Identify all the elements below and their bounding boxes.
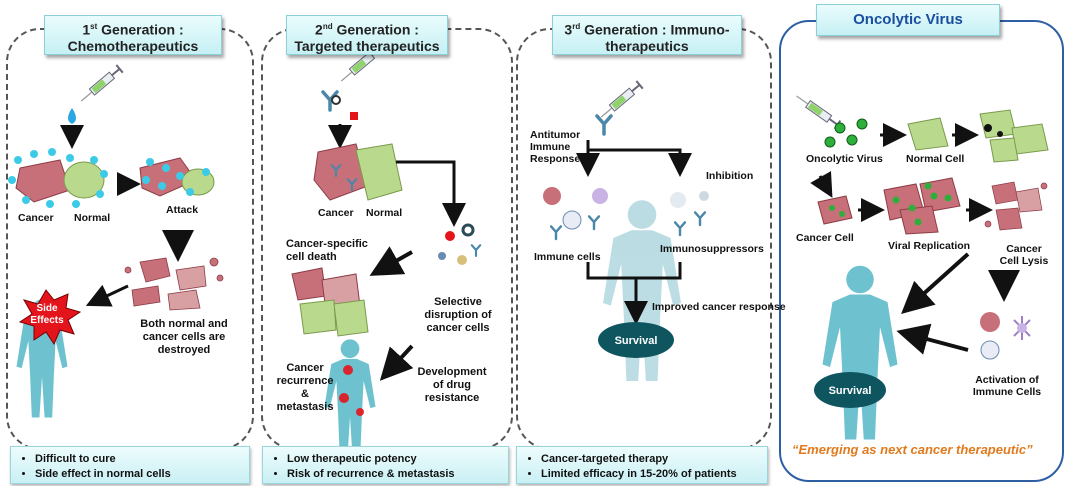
survival-ellipse-p4 (814, 372, 886, 408)
note-item: Risk of recurrence & metastasis (287, 467, 500, 482)
label-antitumor: Antitumor Immune Response (530, 129, 581, 165)
label-survival-p3: Survival (614, 335, 658, 347)
label-selective: Selective disruption of cancer cells (424, 296, 492, 334)
note-box-2: Low therapeutic potency Risk of recurren… (262, 446, 509, 484)
syringe-icon (77, 64, 124, 106)
label-lysis: Cancer Cell Lysis (999, 243, 1049, 267)
label-oncolytic-virus: Oncolytic Virus (806, 153, 883, 165)
label-cancer-cell: Cancer Cell (796, 232, 854, 244)
label-cancer-p1: Cancer (18, 212, 54, 224)
label-immunosuppressors: Immunosuppressors (660, 243, 764, 255)
label-recurrence: Cancer recurrence & metastasis (276, 362, 334, 413)
label-activation: Activation of Immune Cells (972, 374, 1042, 398)
label-viral-replication: Viral Replication (888, 240, 971, 252)
note-item: Cancer-targeted therapy (541, 452, 759, 467)
label-normal-p2: Normal (366, 207, 403, 219)
label-inhibition: Inhibition (706, 170, 754, 182)
label-normal-p1: Normal (74, 212, 111, 224)
panel-title-2: 2nd Generation : Targeted therapeutics (286, 15, 448, 55)
normal-cell-icon (63, 161, 105, 199)
label-resistance: Development of drug resistance (417, 366, 487, 404)
immune-cell-icon (980, 312, 1031, 360)
label-destroyed: Both normal and cancer cells are destroy… (140, 318, 228, 356)
label-immune-cells: Immune cells (534, 251, 601, 263)
note-item: Limited efficacy in 15-20% of patients (541, 467, 759, 482)
virus-icon (824, 118, 868, 148)
label-survival-p4: Survival (828, 385, 872, 397)
side-effects-burst-icon (18, 289, 82, 346)
label-normal-cell: Normal Cell (906, 153, 965, 165)
note-box-1: Difficult to cure Side effect in normal … (10, 446, 250, 484)
survival-ellipse-p3 (598, 322, 674, 358)
note-box-3: Cancer-targeted therapy Limited efficacy… (516, 446, 768, 484)
note-item: Side effect in normal cells (35, 467, 241, 482)
label-improved: Improved cancer response (652, 301, 786, 313)
note-item: Low therapeutic potency (287, 452, 500, 467)
label-cancer-p2: Cancer (318, 207, 354, 219)
panel-title-4: Oncolytic Virus (816, 4, 1000, 36)
note-item: Difficult to cure (35, 452, 241, 467)
label-side-effects: Side Effects (30, 303, 64, 326)
cancer-cell-icon (15, 159, 105, 203)
panel-title-3: 3rd Generation : Immuno- therapeutics (552, 15, 742, 55)
droplet-icon (68, 108, 76, 124)
label-attack: Attack (166, 204, 199, 216)
label-cell-death: Cancer-specific cell death (286, 238, 368, 263)
panel-title-1: 1st Generation : Chemotherapeutics (44, 15, 222, 55)
tagline: “Emerging as next cancer therapeutic” (792, 442, 1033, 457)
